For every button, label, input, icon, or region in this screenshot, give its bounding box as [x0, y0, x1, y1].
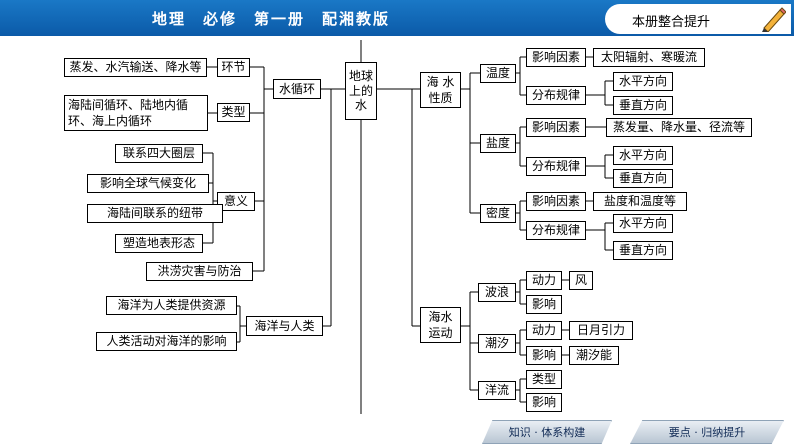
- temp-horizontal: 水平方向: [613, 72, 673, 91]
- types-detail-line-1: 海陆间循环、陆地内循: [68, 97, 189, 112]
- temp-vertical: 垂直方向: [613, 96, 673, 115]
- ocean-item-1: 海洋为人类提供资源: [106, 296, 237, 315]
- meaning-item-5: 洪涝灾害与防治: [146, 262, 253, 281]
- cycle-types-node: 类型: [217, 103, 250, 122]
- header-tab-label[interactable]: 本册整合提升: [632, 15, 711, 30]
- root-node: 地球上的水: [345, 62, 377, 120]
- density-vertical: 垂直方向: [613, 241, 673, 260]
- salt-factor-label: 影响因素: [526, 118, 586, 137]
- tides-power-label: 动力: [526, 321, 562, 340]
- properties-line-1: 海 水: [426, 74, 455, 89]
- waves-power-label: 动力: [526, 271, 562, 290]
- salinity-node: 盐度: [480, 134, 516, 153]
- tides-power-value: 日月引力: [569, 321, 633, 340]
- types-detail-line-2: 环、海上内循环: [68, 114, 153, 128]
- types-detail-node: 海陆间循环、陆地内循 环、海上内循环: [64, 95, 208, 131]
- tides-impact-value: 潮汐能: [569, 346, 619, 365]
- cycle-meaning-node: 意义: [217, 192, 255, 211]
- waves-power-value: 风: [569, 271, 593, 290]
- footer-tab-summary[interactable]: 要点 · 归纳提升: [630, 420, 784, 444]
- currents-impact-label: 影响: [526, 393, 562, 412]
- currents-types-label: 类型: [526, 370, 562, 389]
- header-tab[interactable]: [605, 4, 791, 34]
- salt-horizontal: 水平方向: [613, 146, 673, 165]
- seawater-motion-node: 海水 运动: [420, 307, 461, 343]
- density-factor-value: 盐度和温度等: [593, 192, 687, 211]
- header-title: 地理 必修 第一册 配湘教版: [152, 10, 391, 28]
- density-factor-label: 影响因素: [526, 192, 586, 211]
- salt-factor-value: 蒸发量、降水量、径流等: [606, 118, 752, 137]
- motion-line-1: 海水: [428, 309, 453, 324]
- pencil-icon: [762, 7, 786, 32]
- cycle-links-node: 环节: [217, 58, 250, 77]
- tides-node: 潮汐: [478, 334, 516, 353]
- water-cycle-node: 水循环: [273, 79, 321, 99]
- ocean-human-node: 海洋与人类: [246, 316, 323, 336]
- salt-vertical: 垂直方向: [613, 169, 673, 188]
- density-node: 密度: [480, 204, 516, 223]
- temp-factor-label: 影响因素: [526, 48, 586, 67]
- salt-pattern-label: 分布规律: [526, 157, 586, 176]
- temperature-node: 温度: [480, 64, 516, 83]
- meaning-item-1: 联系四大圈层: [115, 144, 203, 163]
- temp-pattern-label: 分布规律: [526, 86, 586, 105]
- waves-node: 波浪: [478, 283, 516, 302]
- temp-factor-value: 太阳辐射、寒暖流: [593, 48, 705, 67]
- ocean-item-2: 人类活动对海洋的影响: [96, 332, 237, 351]
- properties-line-2: 性质: [428, 91, 453, 105]
- root-label: 地球上的水: [348, 69, 373, 113]
- motion-line-2: 运动: [428, 326, 453, 340]
- footer-tab-knowledge[interactable]: 知识 · 体系构建: [482, 420, 612, 444]
- links-detail-node: 蒸发、水汽输送、降水等: [64, 58, 207, 77]
- density-horizontal: 水平方向: [613, 214, 673, 233]
- meaning-item-2: 影响全球气候变化: [87, 174, 209, 193]
- currents-node: 洋流: [478, 381, 516, 400]
- waves-impact-label: 影响: [526, 295, 562, 314]
- seawater-properties-node: 海 水 性质: [420, 72, 461, 108]
- meaning-item-3: 海陆间联系的纽带: [87, 204, 223, 223]
- density-pattern-label: 分布规律: [526, 221, 586, 240]
- meaning-item-4: 塑造地表形态: [115, 234, 203, 253]
- tides-impact-label: 影响: [526, 346, 562, 365]
